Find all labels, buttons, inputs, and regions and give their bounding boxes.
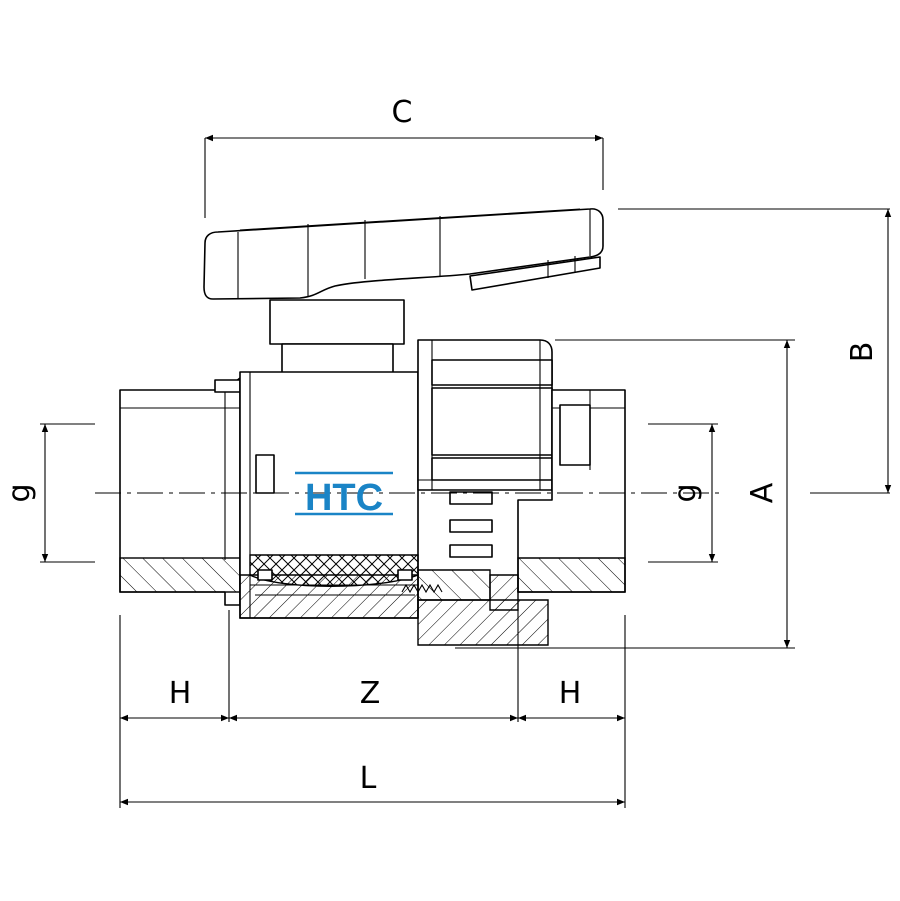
dimension-label-h-right: H (559, 676, 582, 711)
dimension-label-g-left: g (2, 483, 37, 502)
dimension-label-a: A (745, 482, 780, 503)
dimension-label-g-right: g (668, 483, 703, 502)
dimension-label-z: Z (360, 676, 381, 711)
dimension-lines (40, 134, 892, 808)
logo-text: HTC (305, 477, 383, 519)
left-socket (119, 377, 241, 606)
union-nut (401, 339, 553, 646)
right-socket (489, 389, 626, 611)
valve-body (239, 371, 419, 619)
valve-handle (203, 208, 604, 300)
dimension-label-l: L (360, 761, 377, 796)
dimension-label-h-left: H (169, 676, 192, 711)
htc-logo: HTC (295, 471, 393, 519)
dimension-label-b: B (845, 342, 880, 363)
valve-stem (269, 299, 405, 384)
dimension-label-c: C (392, 95, 413, 130)
